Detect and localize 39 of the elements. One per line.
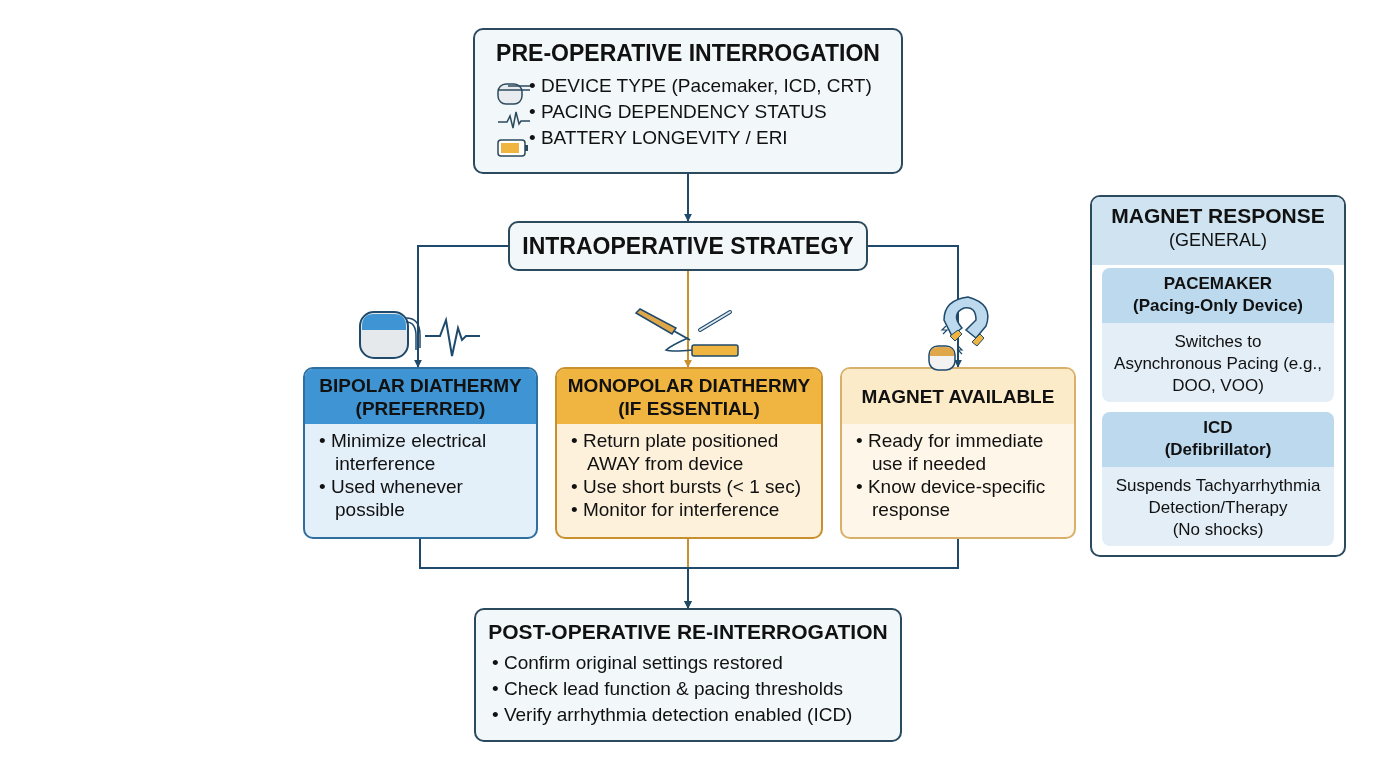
response-card xyxy=(1102,412,1334,546)
process-box xyxy=(474,608,902,742)
option-card xyxy=(555,367,823,539)
process-box xyxy=(473,28,903,174)
bullet-item: • Confirm original settings restored xyxy=(492,651,784,675)
card-heading: PACEMAKER (Pacing-Only Device) xyxy=(1102,268,1334,323)
process-box xyxy=(508,221,868,271)
bullet-item: • Used whenever possible xyxy=(319,475,464,521)
card-heading: ICD (Defibrillator) xyxy=(1102,412,1334,467)
bullet-item: • Return plate positioned AWAY from device xyxy=(571,429,780,475)
bullet-item: • PACING DEPENDENCY STATUS xyxy=(529,100,828,124)
option-card xyxy=(303,367,538,539)
arrow xyxy=(414,245,509,368)
arrow xyxy=(867,245,962,368)
response-card xyxy=(1102,268,1334,402)
box-heading: INTRAOPERATIVE STRATEGY xyxy=(522,232,854,260)
card-heading: MONOPOLAR DIATHERMY (IF ESSENTIAL) xyxy=(557,369,821,424)
arrow xyxy=(684,270,692,368)
bullet-item: • Monitor for interference xyxy=(571,498,781,521)
card-heading: BIPOLAR DIATHERMY (PREFERRED) xyxy=(305,369,536,424)
arrow xyxy=(684,538,959,609)
card-heading: MAGNET AVAILABLE xyxy=(842,369,1074,424)
card-text: Switches to Asynchronous Pacing (e.g., DOO, VOO) xyxy=(1113,331,1323,397)
option-card xyxy=(840,367,1076,539)
card-text: Suspends Tachyarrhythmia Detection/Therapy (No shocks) xyxy=(1114,475,1322,541)
bullet-item: • Ready for immediate use if needed xyxy=(856,429,1045,475)
bullet-item: • Use short bursts (< 1 sec) xyxy=(571,475,802,498)
bullet-item: • BATTERY LONGEVITY / ERI xyxy=(529,126,789,150)
box-heading: PRE-OPERATIVE INTERROGATION xyxy=(495,40,881,67)
box-heading: MAGNET RESPONSE xyxy=(1110,203,1326,228)
bullet-item: • Minimize electrical interference xyxy=(319,429,488,475)
bullet-item: • Verify arrhythmia detection enabled (ICD) xyxy=(492,703,854,727)
arrow xyxy=(684,173,692,222)
bullet-item: • Check lead function & pacing thresholds xyxy=(492,677,844,701)
bullet-item: • DEVICE TYPE (Pacemaker, ICD, CRT) xyxy=(529,74,873,98)
box-heading: POST-OPERATIVE RE-INTERROGATION xyxy=(487,620,888,644)
bullet-item: • Know device-specific response xyxy=(856,475,1047,521)
panel xyxy=(1090,195,1346,557)
box-subheading: (GENERAL) xyxy=(1168,229,1268,252)
